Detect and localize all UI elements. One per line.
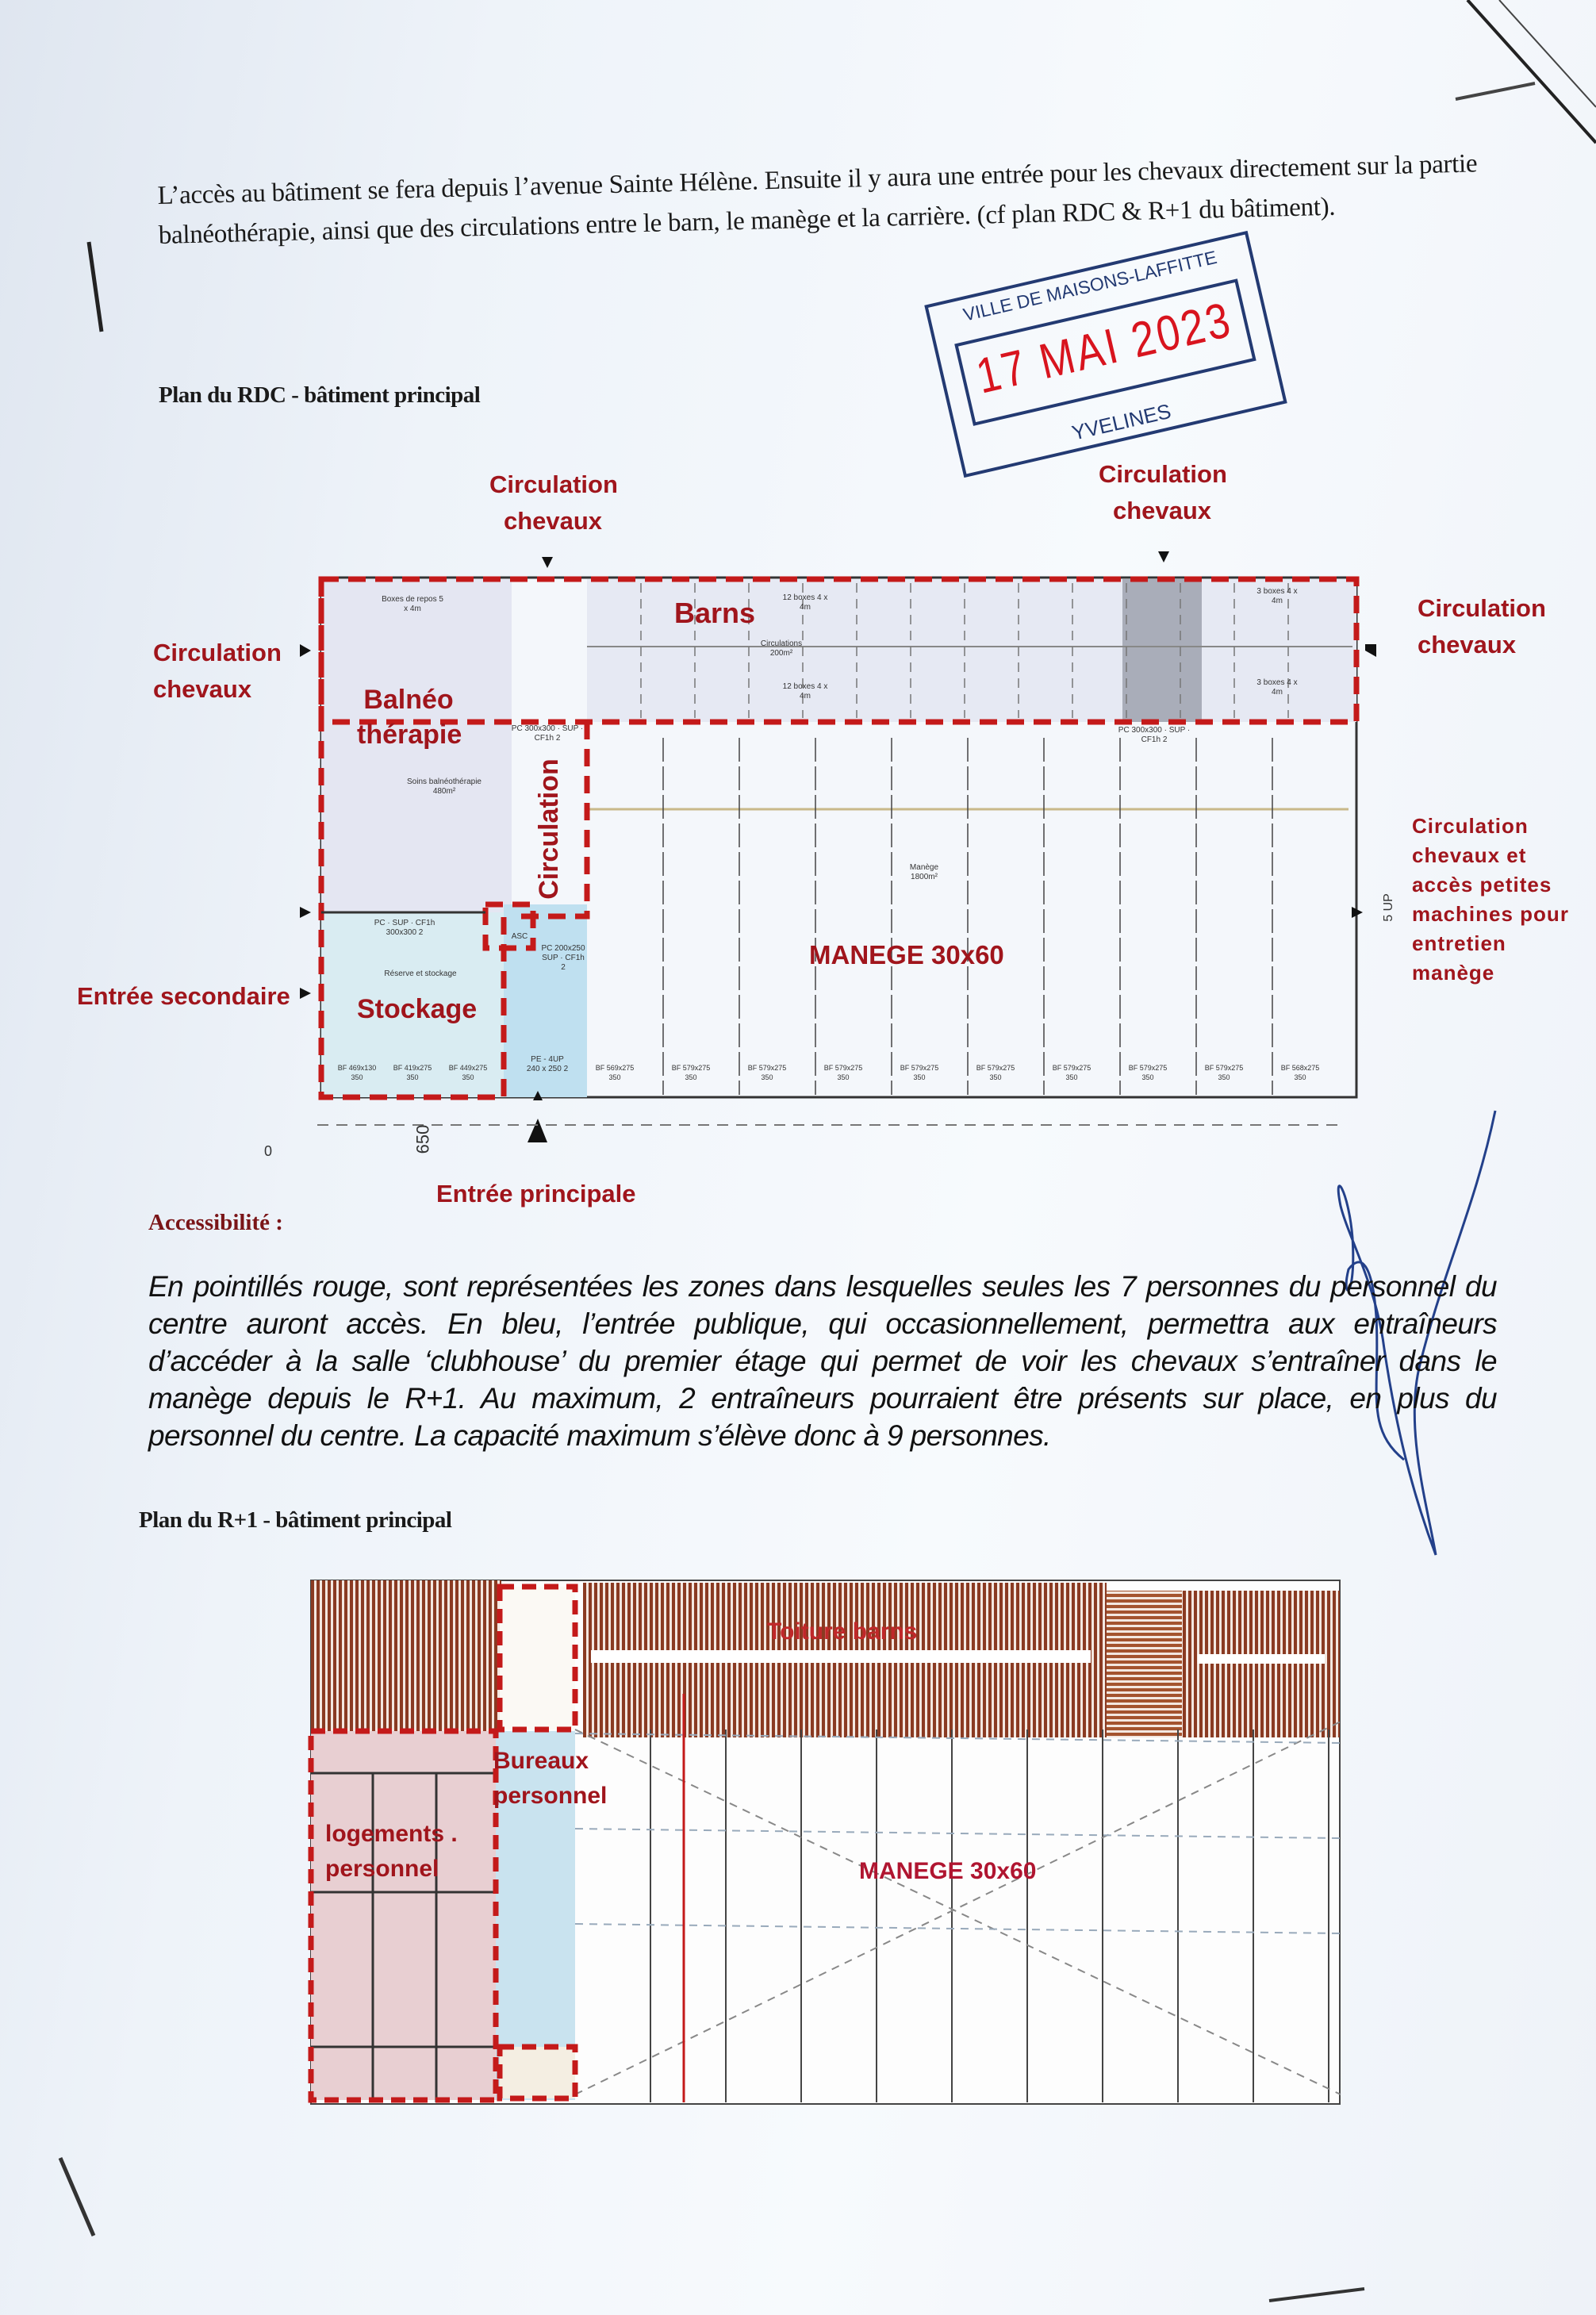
balneo-zone bbox=[321, 579, 512, 912]
note-pc-3: PC · SUP · CF1h 300x300 2 bbox=[374, 919, 435, 937]
label-bureaux-personnel: Bureaux personnel bbox=[493, 1748, 608, 1809]
note-boxes-right-top: 3 boxes 4 x 4m bbox=[1256, 587, 1298, 605]
bf-label: BF 469x130 350 bbox=[337, 1064, 377, 1081]
label-balneo: Balnéo thérapie bbox=[357, 685, 462, 750]
r1-staff-only-zones bbox=[308, 1584, 578, 2103]
r1-heading: Plan du R+1 - bâtiment principal bbox=[139, 1507, 452, 1533]
bf-label: BF 579x275 350 bbox=[747, 1064, 787, 1081]
signature bbox=[1337, 1110, 1497, 1556]
bf-label: BF 579x275 350 bbox=[1052, 1064, 1091, 1081]
bf-label: BF 568x275 350 bbox=[1280, 1064, 1320, 1081]
label-manege-rdc: MANEGE 30x60 bbox=[809, 940, 1004, 969]
label-stockage: Stockage bbox=[357, 994, 478, 1024]
accessibility-heading: Accessibilité : bbox=[148, 1210, 283, 1235]
barns-zone bbox=[587, 579, 1356, 722]
bf-label: BF 579x275 350 bbox=[671, 1064, 711, 1081]
bf-label: BF 579x275 350 bbox=[823, 1064, 863, 1081]
note-5up: 5 UP bbox=[1381, 893, 1395, 922]
bf-label: BF 579x275 350 bbox=[1204, 1064, 1244, 1081]
staff-only-zones bbox=[318, 576, 1360, 1100]
label-entree-secondaire: Entrée secondaire bbox=[77, 982, 290, 1010]
staple-mark-top bbox=[86, 241, 104, 332]
note-pc-1: PC 300x300 · SUP · CF1h 2 bbox=[511, 724, 584, 743]
bf-label: BF 569x275 350 bbox=[595, 1064, 635, 1081]
roof-left bbox=[311, 1580, 501, 1731]
public-entry-zone bbox=[504, 904, 587, 1097]
r1-plan bbox=[308, 1580, 1341, 2105]
rdc-plan bbox=[300, 551, 1376, 1142]
rdc-heading: Plan du RDC - bâtiment principal bbox=[159, 382, 481, 408]
stockage-zone bbox=[321, 912, 504, 1097]
logements-zone bbox=[311, 1731, 496, 2100]
note-boxes-repos: Boxes de repos 5 x 4m bbox=[382, 595, 443, 613]
note-pc-4: PC 200x250 SUP · CF1h 2 bbox=[541, 944, 585, 972]
label-entree-principale: Entrée principale bbox=[436, 1180, 636, 1207]
note-circulations: Circulations 200m² bbox=[760, 639, 803, 658]
note-pc-2: PC 300x300 · SUP · CF1h 2 bbox=[1118, 726, 1191, 744]
note-reserve: Réserve et stockage bbox=[384, 969, 457, 978]
label-circulation-machines: Circulation chevaux et accès petites mac… bbox=[1412, 814, 1569, 985]
label-manege-r1: MANEGE 30x60 bbox=[859, 1858, 1037, 1884]
note-manege-area: Manège 1800m² bbox=[909, 863, 939, 881]
label-circulation-right: Circulation chevaux bbox=[1418, 594, 1546, 658]
dimension-zero: 0 bbox=[264, 1143, 273, 1159]
staple-mark-bottom bbox=[58, 2157, 96, 2236]
bf-label: BF 579x275 350 bbox=[900, 1064, 939, 1081]
label-circulation-left: Circulation chevaux bbox=[153, 639, 282, 703]
bf-label: BF 419x275 350 bbox=[393, 1064, 432, 1081]
bf-label: BF 449x275 350 bbox=[448, 1064, 488, 1081]
dimension-650: 650 bbox=[412, 1124, 433, 1154]
note-boxes-top: 12 boxes 4 x 4m bbox=[782, 593, 828, 612]
bf-label: BF 579x275 350 bbox=[1128, 1064, 1168, 1081]
bureaux-zone bbox=[496, 1731, 575, 2100]
note-boxes-bottom: 12 boxes 4 x 4m bbox=[782, 682, 828, 701]
note-soins: Soins balnéothérapie 480m² bbox=[407, 777, 481, 796]
label-logements-personnel: logements . personnel bbox=[325, 1821, 458, 1882]
bf-label: BF 579x275 350 bbox=[976, 1064, 1015, 1081]
note-pe: PE - 4UP 240 x 250 2 bbox=[526, 1055, 569, 1073]
label-circulation: Circulation bbox=[534, 758, 564, 900]
note-asc: ASC bbox=[511, 932, 528, 941]
label-circulation-top-left: Circulation chevaux bbox=[489, 470, 618, 535]
accessibility-paragraph: En pointillés rouge, sont représentées l… bbox=[148, 1270, 1498, 1452]
label-circulation-top-right: Circulation chevaux bbox=[1099, 460, 1227, 524]
label-barns: Barns bbox=[674, 597, 756, 629]
barn-grey-bay bbox=[1122, 579, 1202, 722]
access-arrows bbox=[300, 551, 1376, 1142]
label-toiture-barns: Toiture barns bbox=[767, 1618, 918, 1645]
note-boxes-right-bottom: 3 boxes 4 x 4m bbox=[1256, 678, 1298, 697]
